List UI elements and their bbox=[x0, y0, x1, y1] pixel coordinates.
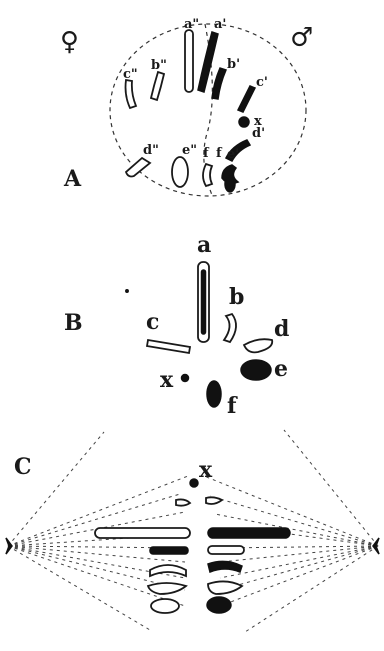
chromosome-x bbox=[182, 375, 189, 382]
chromosome-e-maternal bbox=[172, 157, 188, 187]
chromosome-b bbox=[224, 314, 236, 342]
chromosome-left-1 bbox=[176, 499, 190, 505]
label-f-maternal: f bbox=[203, 146, 210, 161]
chromosome-x-paternal bbox=[239, 117, 249, 127]
chromosome-left-5 bbox=[148, 583, 186, 594]
label-b-maternal: b" bbox=[151, 58, 167, 73]
panel-b: B a b c d e f x bbox=[64, 232, 289, 419]
chromosome-f-paternal bbox=[225, 176, 235, 192]
label-a-maternal: a" bbox=[184, 17, 199, 32]
chromosome-a-core bbox=[202, 270, 206, 334]
chromosome-x-metaphase bbox=[190, 479, 198, 487]
right-pole bbox=[373, 538, 379, 554]
chromosome-c-maternal bbox=[126, 80, 137, 108]
female-symbol: ♀ bbox=[60, 27, 79, 57]
label-e-maternal: e" bbox=[182, 143, 197, 158]
chromosome-e bbox=[241, 360, 271, 380]
chromosome-a-maternal bbox=[185, 30, 193, 92]
chromosome-right-3 bbox=[208, 546, 244, 554]
label-f-paternal: f bbox=[216, 146, 223, 161]
chromosome-f bbox=[207, 381, 221, 407]
label-e-paternal: e' bbox=[227, 147, 239, 162]
label-f: f bbox=[227, 393, 238, 419]
panel-a: ♀ ♂ a" b" c" d" e" f a' b' c' d' e' f x … bbox=[60, 17, 313, 196]
panel-c: C bbox=[6, 430, 379, 632]
label-d-maternal: d" bbox=[143, 143, 159, 158]
label-c-maternal: c" bbox=[123, 67, 138, 82]
chromosome-right-2 bbox=[208, 528, 290, 538]
label-d: d bbox=[274, 316, 289, 342]
chromosome-right-4 bbox=[208, 561, 242, 572]
chromosome-right-6 bbox=[207, 597, 231, 613]
male-symbol: ♂ bbox=[290, 23, 313, 53]
label-e: e bbox=[274, 356, 288, 382]
label-x-paternal: x bbox=[254, 114, 262, 129]
label-b: b bbox=[229, 284, 244, 310]
chromosome-right-1 bbox=[206, 497, 222, 504]
stray-dot bbox=[126, 290, 128, 292]
label-a-paternal: a' bbox=[214, 17, 226, 32]
panel-b-label: B bbox=[64, 310, 83, 336]
left-pole bbox=[6, 538, 12, 554]
chromosome-b-maternal bbox=[151, 72, 164, 100]
chromosome-d bbox=[244, 339, 272, 352]
label-b-paternal: b' bbox=[227, 57, 240, 72]
chromosome-right-5 bbox=[208, 581, 242, 594]
label-x-metaphase: x bbox=[199, 457, 213, 483]
chromosome-b-paternal bbox=[212, 68, 226, 99]
chromosome-f-maternal bbox=[203, 164, 212, 186]
label-x: x bbox=[160, 367, 174, 393]
label-c: c bbox=[146, 309, 159, 335]
panel-a-label: A bbox=[63, 166, 82, 192]
chromosome-left-2 bbox=[95, 528, 190, 538]
chromosome-left-4 bbox=[150, 565, 186, 576]
chromosome-left-6 bbox=[151, 599, 179, 613]
chromosome-c-paternal bbox=[238, 86, 255, 112]
chromosome-c bbox=[147, 340, 190, 353]
chromosome-left-3 bbox=[150, 547, 188, 554]
label-c-paternal: c' bbox=[256, 75, 268, 90]
label-a: a bbox=[197, 232, 211, 258]
panel-c-label: C bbox=[14, 454, 32, 480]
